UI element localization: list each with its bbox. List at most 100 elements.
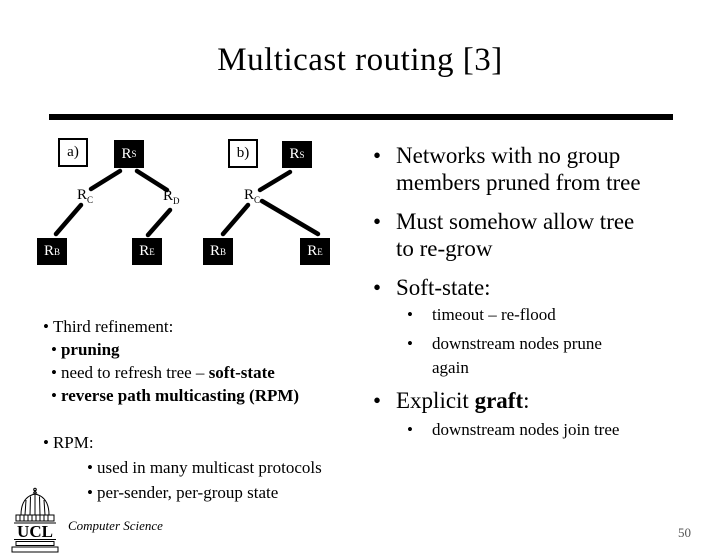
node-b-rc-text: R: [244, 187, 255, 203]
text-segment-bold: pruning: [60, 340, 120, 359]
ucl-logo: UCL: [11, 487, 59, 553]
bullet-soft-state: • Soft-state:: [373, 274, 703, 301]
line: downstream nodes prune: [432, 334, 602, 353]
text-segment: Explicit: [396, 388, 475, 413]
bullet-icon: •: [407, 305, 413, 324]
bullet-icon: •: [373, 388, 382, 413]
logo-colonnade: [15, 514, 55, 522]
node-b-rs-text: R: [289, 146, 300, 162]
third-refinement-block: • Third refinement: • pruning • need to …: [43, 315, 373, 407]
bullet-text: downstream nodes join tree: [432, 418, 619, 442]
edge-a-rs-rd: [134, 168, 170, 193]
tree-diagrams-edges: [53, 168, 321, 238]
bullet-text: per-sender, per-group state: [96, 483, 279, 502]
node-b-re-text: R: [307, 243, 318, 259]
node-a-rd-sub: D: [173, 196, 180, 206]
bullet-text: Must somehow allow tree to re-grow: [396, 208, 634, 262]
node-b-rc-sub: C: [254, 195, 261, 205]
bullet-icon: •: [407, 334, 413, 353]
bullet-pruning: • pruning: [51, 338, 373, 361]
bullet-icon: •: [373, 275, 382, 300]
graft-sublist: • downstream nodes join tree: [407, 418, 707, 447]
edge-a-rc-rb: [53, 202, 84, 237]
bullet-rpm-heading: • RPM:: [43, 430, 383, 455]
soft-state-sublist: • timeout – re-flood • downstream nodes …: [407, 303, 707, 385]
panel-label-b: b): [228, 139, 258, 168]
bullet-icon: •: [43, 433, 49, 452]
bullet-text: timeout – re-flood: [432, 303, 556, 327]
bullet-refresh-tree: • need to refresh tree – soft-state: [51, 361, 373, 384]
node-a-rc: RC: [77, 187, 93, 205]
bullet-text: Networks with no group members pruned fr…: [396, 142, 641, 196]
bullet-icon: •: [43, 317, 49, 336]
text-segment: :: [523, 388, 530, 413]
panel-label-a-text: a): [67, 144, 79, 160]
edge-a-rs-rc: [88, 168, 123, 192]
bullet-text: need to refresh tree – soft-state: [61, 361, 275, 384]
bullet-networks-pruned: • Networks with no group members pruned …: [373, 142, 703, 196]
bullet-rpm-reverse-path: • reverse path multicasting (RPM): [51, 384, 373, 407]
line: downstream nodes join tree: [432, 420, 620, 439]
node-a-rd: RD: [163, 188, 180, 206]
bullet-explicit-graft: • Explicit graft:: [373, 387, 530, 414]
bullet-regrow: • Must somehow allow tree to re-grow: [373, 208, 703, 262]
edge-b-rs-rc: [257, 169, 293, 193]
node-b-re-sub: E: [317, 246, 323, 257]
edge-a-rd-re: [145, 207, 173, 238]
department-name: Computer Science: [68, 518, 163, 533]
text-segment: need to refresh tree –: [60, 363, 209, 382]
node-a-re-text: R: [139, 243, 150, 259]
bullet-icon: •: [87, 458, 93, 477]
line: Soft-state:: [396, 275, 491, 300]
panel-label-b-text: b): [236, 145, 250, 161]
edge-b-rc-re: [259, 198, 321, 237]
bullet-icon: •: [51, 386, 57, 405]
line: timeout – re-flood: [432, 305, 556, 324]
line: again: [432, 358, 469, 377]
bullet-text: used in many multicast protocols: [96, 458, 322, 477]
node-a-rd-text: R: [163, 188, 174, 204]
panel-label-a: a): [58, 138, 88, 167]
bullet-icon: •: [87, 483, 93, 502]
text-segment-bold: soft-state: [208, 363, 275, 382]
logo-step-upper: [15, 541, 55, 546]
bullet-icon: •: [51, 340, 57, 359]
bullet-text: pruning: [61, 338, 120, 361]
bullet-text: Third refinement:: [52, 317, 174, 336]
slide-title: Multicast routing [3]: [217, 42, 503, 78]
text-segment-bold: reverse path multicasting (RPM): [60, 386, 300, 405]
node-a-rc-text: R: [77, 187, 88, 203]
bullet-icon: •: [373, 143, 382, 168]
line: members pruned from tree: [396, 170, 641, 195]
node-a-rb-text: R: [43, 243, 54, 259]
bullet-rpm-state: • per-sender, per-group state: [87, 480, 383, 505]
logo-step-lower: [11, 546, 59, 553]
node-a-rs-text: R: [121, 145, 132, 162]
node-a-rc-sub: C: [87, 195, 94, 205]
bullet-icon: •: [407, 420, 413, 439]
node-b-rb-text: R: [209, 243, 220, 259]
bullet-downstream-join: • downstream nodes join tree: [407, 418, 707, 442]
line: Networks with no group: [396, 143, 621, 168]
bullet-text: Soft-state:: [396, 274, 491, 301]
bullet-text: downstream nodes prune again: [432, 332, 602, 380]
node-b-rb-sub: B: [220, 246, 227, 257]
text-segment-bold: graft: [474, 388, 524, 413]
node-a-rb-sub: B: [54, 246, 61, 257]
page-number: 50: [678, 525, 691, 540]
right-column: • Networks with no group members pruned …: [373, 142, 703, 313]
node-b-rc: RC: [244, 187, 260, 205]
line: Must somehow allow tree: [396, 209, 635, 234]
logo-ucl-text: UCL: [17, 522, 53, 541]
bullet-icon: •: [373, 209, 382, 234]
logo-finial-cone: [32, 489, 38, 494]
node-a-re-sub: E: [149, 246, 155, 257]
node-b-rs-sub: S: [299, 149, 305, 160]
